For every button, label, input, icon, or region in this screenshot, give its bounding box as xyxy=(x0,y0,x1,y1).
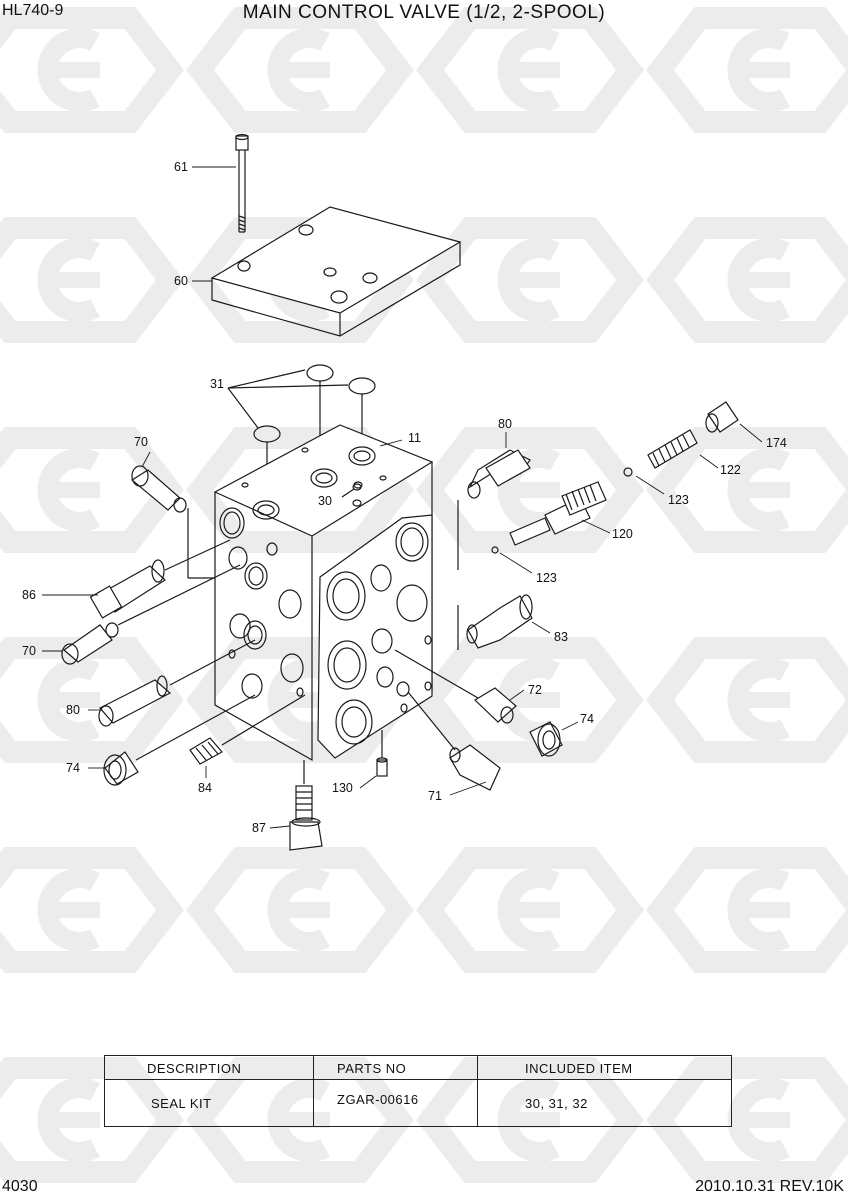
table-divider xyxy=(477,1056,478,1126)
cover-plate-60 xyxy=(210,206,462,337)
valve-body-11 xyxy=(213,424,434,762)
fitting-70-upper xyxy=(130,465,215,579)
relief-valve-80-lower xyxy=(98,639,256,727)
callout-72: 72 xyxy=(528,683,542,697)
page-number: 4030 xyxy=(2,1178,38,1195)
callout-74-left: 74 xyxy=(66,761,80,775)
callout-71: 71 xyxy=(428,789,442,803)
plug-130 xyxy=(376,730,388,777)
row-included-item: 30, 31, 32 xyxy=(525,1096,588,1111)
callout-11: 11 xyxy=(408,431,421,445)
revision-date: 2010.10.31 REV.10K xyxy=(695,1178,844,1195)
valve-83 xyxy=(457,594,533,650)
callout-123-upper: 123 xyxy=(668,493,689,507)
relief-valve-80-upper xyxy=(457,449,531,570)
model-number: HL740-9 xyxy=(2,2,64,19)
callout-130: 130 xyxy=(332,781,353,795)
leader-lines xyxy=(42,166,763,829)
seal-kit-table: DESCRIPTION PARTS NO INCLUDED ITEM SEAL … xyxy=(104,1055,732,1127)
callout-80-lower: 80 xyxy=(66,703,80,717)
header-parts-no: PARTS NO xyxy=(337,1061,407,1076)
callout-83: 83 xyxy=(554,630,568,644)
callout-70-lower: 70 xyxy=(22,644,36,658)
header-included-item: INCLUDED ITEM xyxy=(525,1061,633,1076)
callout-84: 84 xyxy=(198,781,212,795)
callout-123-lower: 123 xyxy=(536,571,557,585)
valve-72 xyxy=(394,649,517,724)
table-header-row xyxy=(105,1056,731,1080)
table-divider xyxy=(313,1056,314,1126)
plug-74-left xyxy=(103,694,256,786)
callout-122: 122 xyxy=(720,463,741,477)
row-parts-no: ZGAR-00616 xyxy=(337,1092,419,1107)
spool-assembly xyxy=(491,401,739,554)
plug-74-right xyxy=(529,721,563,757)
callout-31: 31 xyxy=(210,377,224,391)
callout-30: 30 xyxy=(318,494,332,508)
callout-70-upper: 70 xyxy=(134,435,148,449)
callout-74-right: 74 xyxy=(580,712,594,726)
plug-30 xyxy=(341,481,363,498)
callout-86: 86 xyxy=(22,588,36,602)
page-title: MAIN CONTROL VALVE (1/2, 2-SPOOL) xyxy=(242,2,606,23)
row-description: SEAL KIT xyxy=(151,1096,212,1111)
header-description: DESCRIPTION xyxy=(147,1061,242,1076)
callout-61: 61 xyxy=(174,160,188,174)
fitting-70-lower xyxy=(61,564,241,665)
bolt-61 xyxy=(235,133,249,233)
callout-80-upper: 80 xyxy=(498,417,512,431)
callout-87: 87 xyxy=(252,821,266,835)
callout-174: 174 xyxy=(766,436,787,450)
valve-87 xyxy=(289,760,323,851)
relief-valve-86 xyxy=(89,539,231,619)
plug-84 xyxy=(189,694,306,765)
callout-120: 120 xyxy=(612,527,633,541)
callout-60: 60 xyxy=(174,274,188,288)
valve-71 xyxy=(407,691,501,791)
